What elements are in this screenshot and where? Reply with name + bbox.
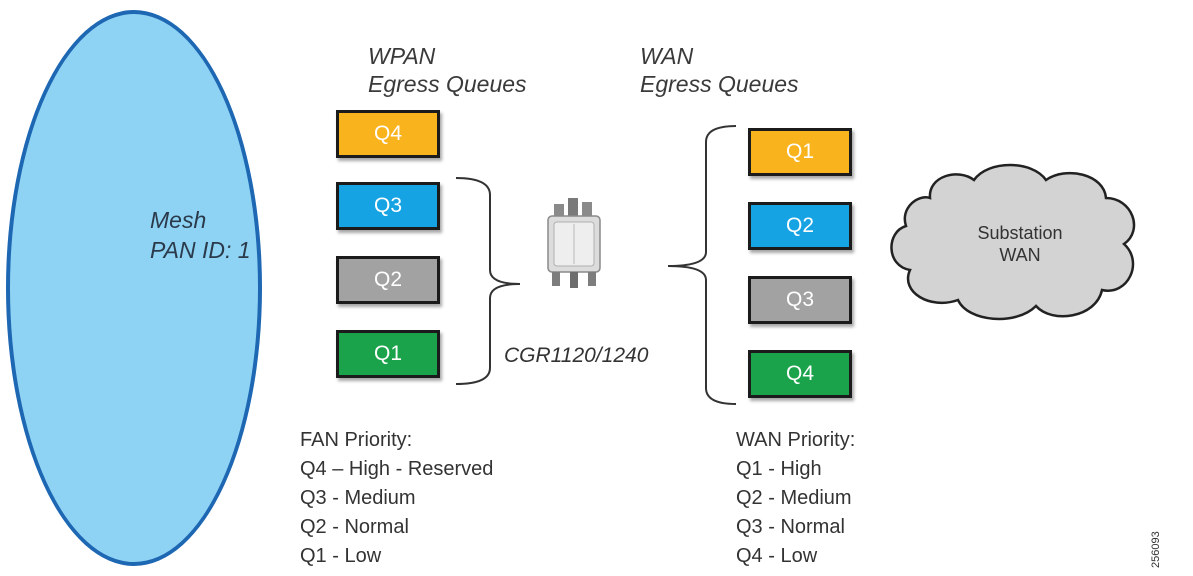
wan-queue-1: Q1 bbox=[748, 128, 852, 176]
fan-priority-item: Q4 – High - Reserved bbox=[300, 458, 494, 480]
mesh-label-line1: Mesh bbox=[150, 207, 207, 233]
wpan-title-line1: WPAN bbox=[368, 43, 436, 69]
cloud-icon bbox=[890, 163, 1136, 321]
wpan-title-line2: Egress Queues bbox=[368, 71, 527, 97]
device-label: CGR1120/1240 bbox=[504, 344, 649, 367]
wpan-queue-2: Q3 bbox=[336, 182, 440, 230]
wan-priority-legend: WAN Priority: Q1 - High Q2 - Medium Q3 -… bbox=[736, 426, 855, 571]
fan-priority-title: FAN Priority: bbox=[300, 429, 413, 451]
wpan-queue-1-label: Q4 bbox=[373, 122, 402, 145]
fan-priority-item: Q1 - Low bbox=[300, 545, 382, 567]
wan-title: WAN Egress Queues bbox=[640, 42, 799, 98]
wpan-queue-2-label: Q3 bbox=[373, 194, 402, 217]
wan-priority-title: WAN Priority: bbox=[736, 429, 856, 451]
cloud-label: Substation WAN bbox=[960, 222, 1080, 266]
wan-title-line1: WAN bbox=[640, 43, 694, 69]
wan-title-line2: Egress Queues bbox=[640, 71, 799, 97]
wan-queue-4-label: Q4 bbox=[785, 362, 814, 385]
wan-priority-item: Q2 - Medium bbox=[736, 487, 852, 509]
cloud-label-line1: Substation bbox=[977, 223, 1063, 243]
fan-priority-item: Q2 - Normal bbox=[300, 516, 409, 538]
cloud-label-line2: WAN bbox=[999, 245, 1041, 265]
mesh-label: Mesh PAN ID: 1 bbox=[150, 205, 251, 265]
mesh-label-line2: PAN ID: 1 bbox=[150, 237, 251, 263]
wan-bracket bbox=[667, 125, 737, 405]
wpan-queue-1: Q4 bbox=[336, 110, 440, 158]
wan-queue-4: Q4 bbox=[748, 350, 852, 398]
wpan-queue-3-label: Q2 bbox=[373, 268, 402, 291]
wan-queue-3-label: Q3 bbox=[785, 288, 814, 311]
wpan-title: WPAN Egress Queues bbox=[368, 42, 527, 98]
wan-queue-1-label: Q1 bbox=[785, 140, 814, 163]
wpan-queue-3: Q2 bbox=[336, 256, 440, 304]
wan-queue-2: Q2 bbox=[748, 202, 852, 250]
wpan-queue-4-label: Q1 bbox=[373, 342, 402, 365]
fan-priority-item: Q3 - Medium bbox=[300, 487, 416, 509]
fan-priority-legend: FAN Priority: Q4 – High - Reserved Q3 - … bbox=[300, 426, 493, 571]
wan-queue-3: Q3 bbox=[748, 276, 852, 324]
wpan-queue-4: Q1 bbox=[336, 330, 440, 378]
wan-priority-item: Q1 - High bbox=[736, 458, 822, 480]
wpan-bracket bbox=[455, 177, 521, 385]
router-icon bbox=[547, 198, 601, 288]
figure-id: 256093 bbox=[1150, 531, 1162, 568]
wan-priority-item: Q4 - Low bbox=[736, 545, 818, 567]
wan-queue-2-label: Q2 bbox=[785, 214, 814, 237]
wan-priority-item: Q3 - Normal bbox=[736, 516, 845, 538]
mesh-network-ellipse bbox=[6, 10, 262, 566]
